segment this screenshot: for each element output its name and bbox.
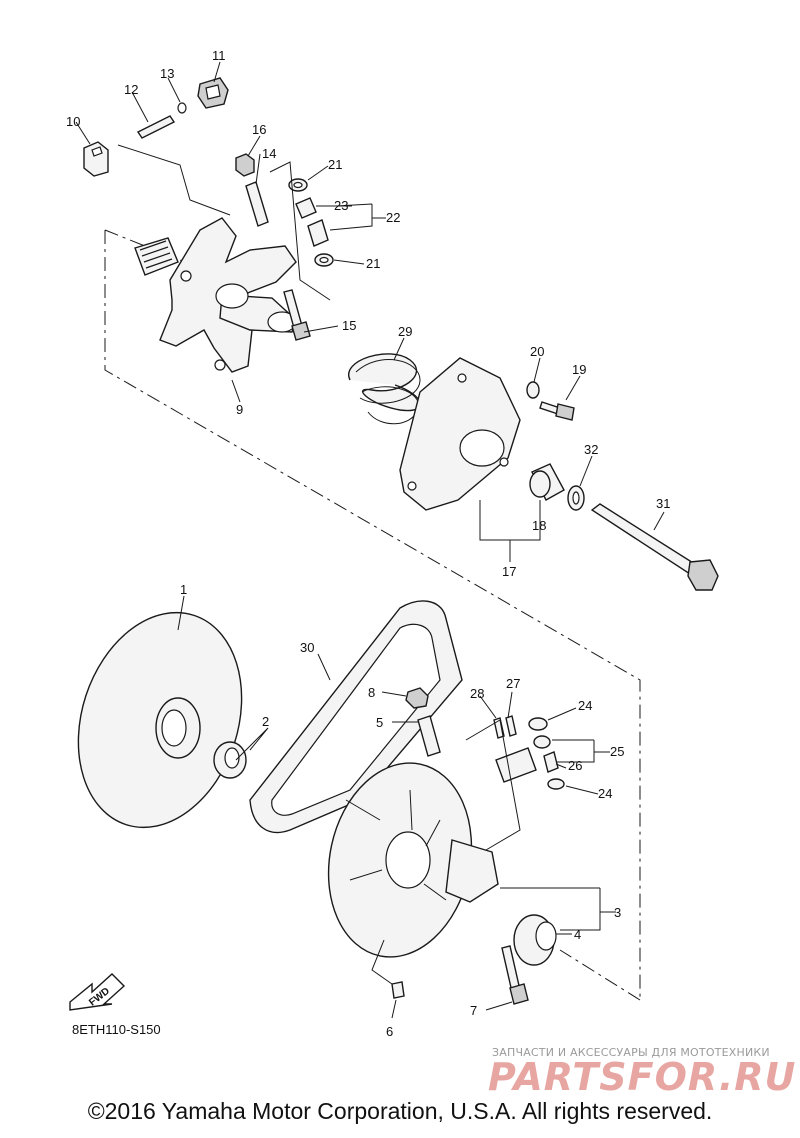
- part-23-bushing: [295, 197, 329, 247]
- part-1-sheave: [77, 611, 243, 829]
- callout-26: 26: [568, 758, 582, 773]
- callout-7: 7: [470, 1003, 477, 1018]
- callout-6: 6: [386, 1024, 393, 1039]
- part-2-collar: [213, 741, 247, 779]
- callout-10: 10: [66, 114, 80, 129]
- part-8-nut: [405, 687, 429, 709]
- part-25-weight: [495, 735, 551, 783]
- callout-3: 3: [614, 905, 621, 920]
- part-27-28-pins: [493, 715, 517, 739]
- part-18-bushing: [529, 463, 565, 501]
- callout-28: 28: [470, 686, 484, 701]
- part-7-bolt: [501, 945, 529, 1005]
- watermark-logo: PARTSFOR.RU: [488, 1055, 796, 1099]
- watermark-tagline: ЗАПЧАСТИ И АКСЕССУАРЫ ДЛЯ МОТОТЕХНИКИ: [492, 1046, 770, 1059]
- callout-19: 19: [572, 362, 586, 377]
- part-11-clip: [197, 77, 229, 109]
- part-16-nut: [235, 153, 255, 177]
- callout-17: 17: [502, 564, 516, 579]
- callout-24-bottom: 24: [598, 786, 612, 801]
- fwd-arrow-icon: FWD: [69, 973, 126, 1011]
- part-4-bushing: [513, 914, 557, 966]
- part-19-bolt: [539, 401, 575, 421]
- part-17-cover: [399, 357, 521, 511]
- part-20-washer: [526, 381, 540, 399]
- callout-13: 13: [160, 66, 174, 81]
- callout-21-bottom: 21: [366, 256, 380, 271]
- callout-1: 1: [180, 582, 187, 597]
- callout-21-top: 21: [328, 157, 342, 172]
- part-15-bolt: [283, 289, 311, 341]
- leader-lines: [75, 61, 665, 1019]
- part-31-bolt: [590, 503, 719, 591]
- part-32-washer: [567, 485, 585, 511]
- callout-14: 14: [262, 146, 276, 161]
- callout-18: 18: [532, 518, 546, 533]
- copyright-notice: ©2016 Yamaha Motor Corporation, U.S.A. A…: [87, 1098, 713, 1124]
- callout-29: 29: [398, 324, 412, 339]
- callout-9: 9: [236, 402, 243, 417]
- callout-23: 23: [334, 198, 348, 213]
- part-21-washer-bottom: [314, 253, 334, 267]
- callout-4: 4: [574, 927, 581, 942]
- callout-2: 2: [262, 714, 269, 729]
- part-9-spider: [134, 217, 297, 373]
- callout-27: 27: [506, 676, 520, 691]
- part-6-plug: [391, 981, 405, 999]
- part-3-sheave: [327, 762, 499, 958]
- part-24-washer-bottom: [547, 778, 565, 790]
- callout-22: 22: [386, 210, 400, 225]
- callout-16: 16: [252, 122, 266, 137]
- callout-24-top: 24: [578, 698, 592, 713]
- part-5-pin: [417, 715, 441, 757]
- part-21-washer-top: [288, 178, 308, 192]
- callout-31: 31: [656, 496, 670, 511]
- part-26-bushing: [543, 751, 559, 773]
- diagram-code: 8ETH110-S150: [72, 1022, 161, 1037]
- callout-5: 5: [376, 715, 383, 730]
- callout-labels: 1 2 3 4 5 6 7 8 9 10 11 12 13 14 15 16 1…: [66, 48, 670, 1039]
- part-29-spring: [348, 353, 421, 425]
- part-30-belt: [249, 600, 463, 834]
- callout-12: 12: [124, 82, 138, 97]
- part-10-block: [83, 141, 109, 177]
- part-24-washer-top: [528, 717, 548, 731]
- callout-25: 25: [610, 744, 624, 759]
- callout-15: 15: [342, 318, 356, 333]
- callout-32: 32: [584, 442, 598, 457]
- callout-11: 11: [212, 48, 226, 63]
- callout-8: 8: [368, 685, 375, 700]
- callout-20: 20: [530, 344, 544, 359]
- callout-30: 30: [300, 640, 314, 655]
- part-14-spacer: [245, 181, 269, 227]
- part-12-pin: [136, 115, 176, 139]
- part-13-ring: [177, 102, 187, 114]
